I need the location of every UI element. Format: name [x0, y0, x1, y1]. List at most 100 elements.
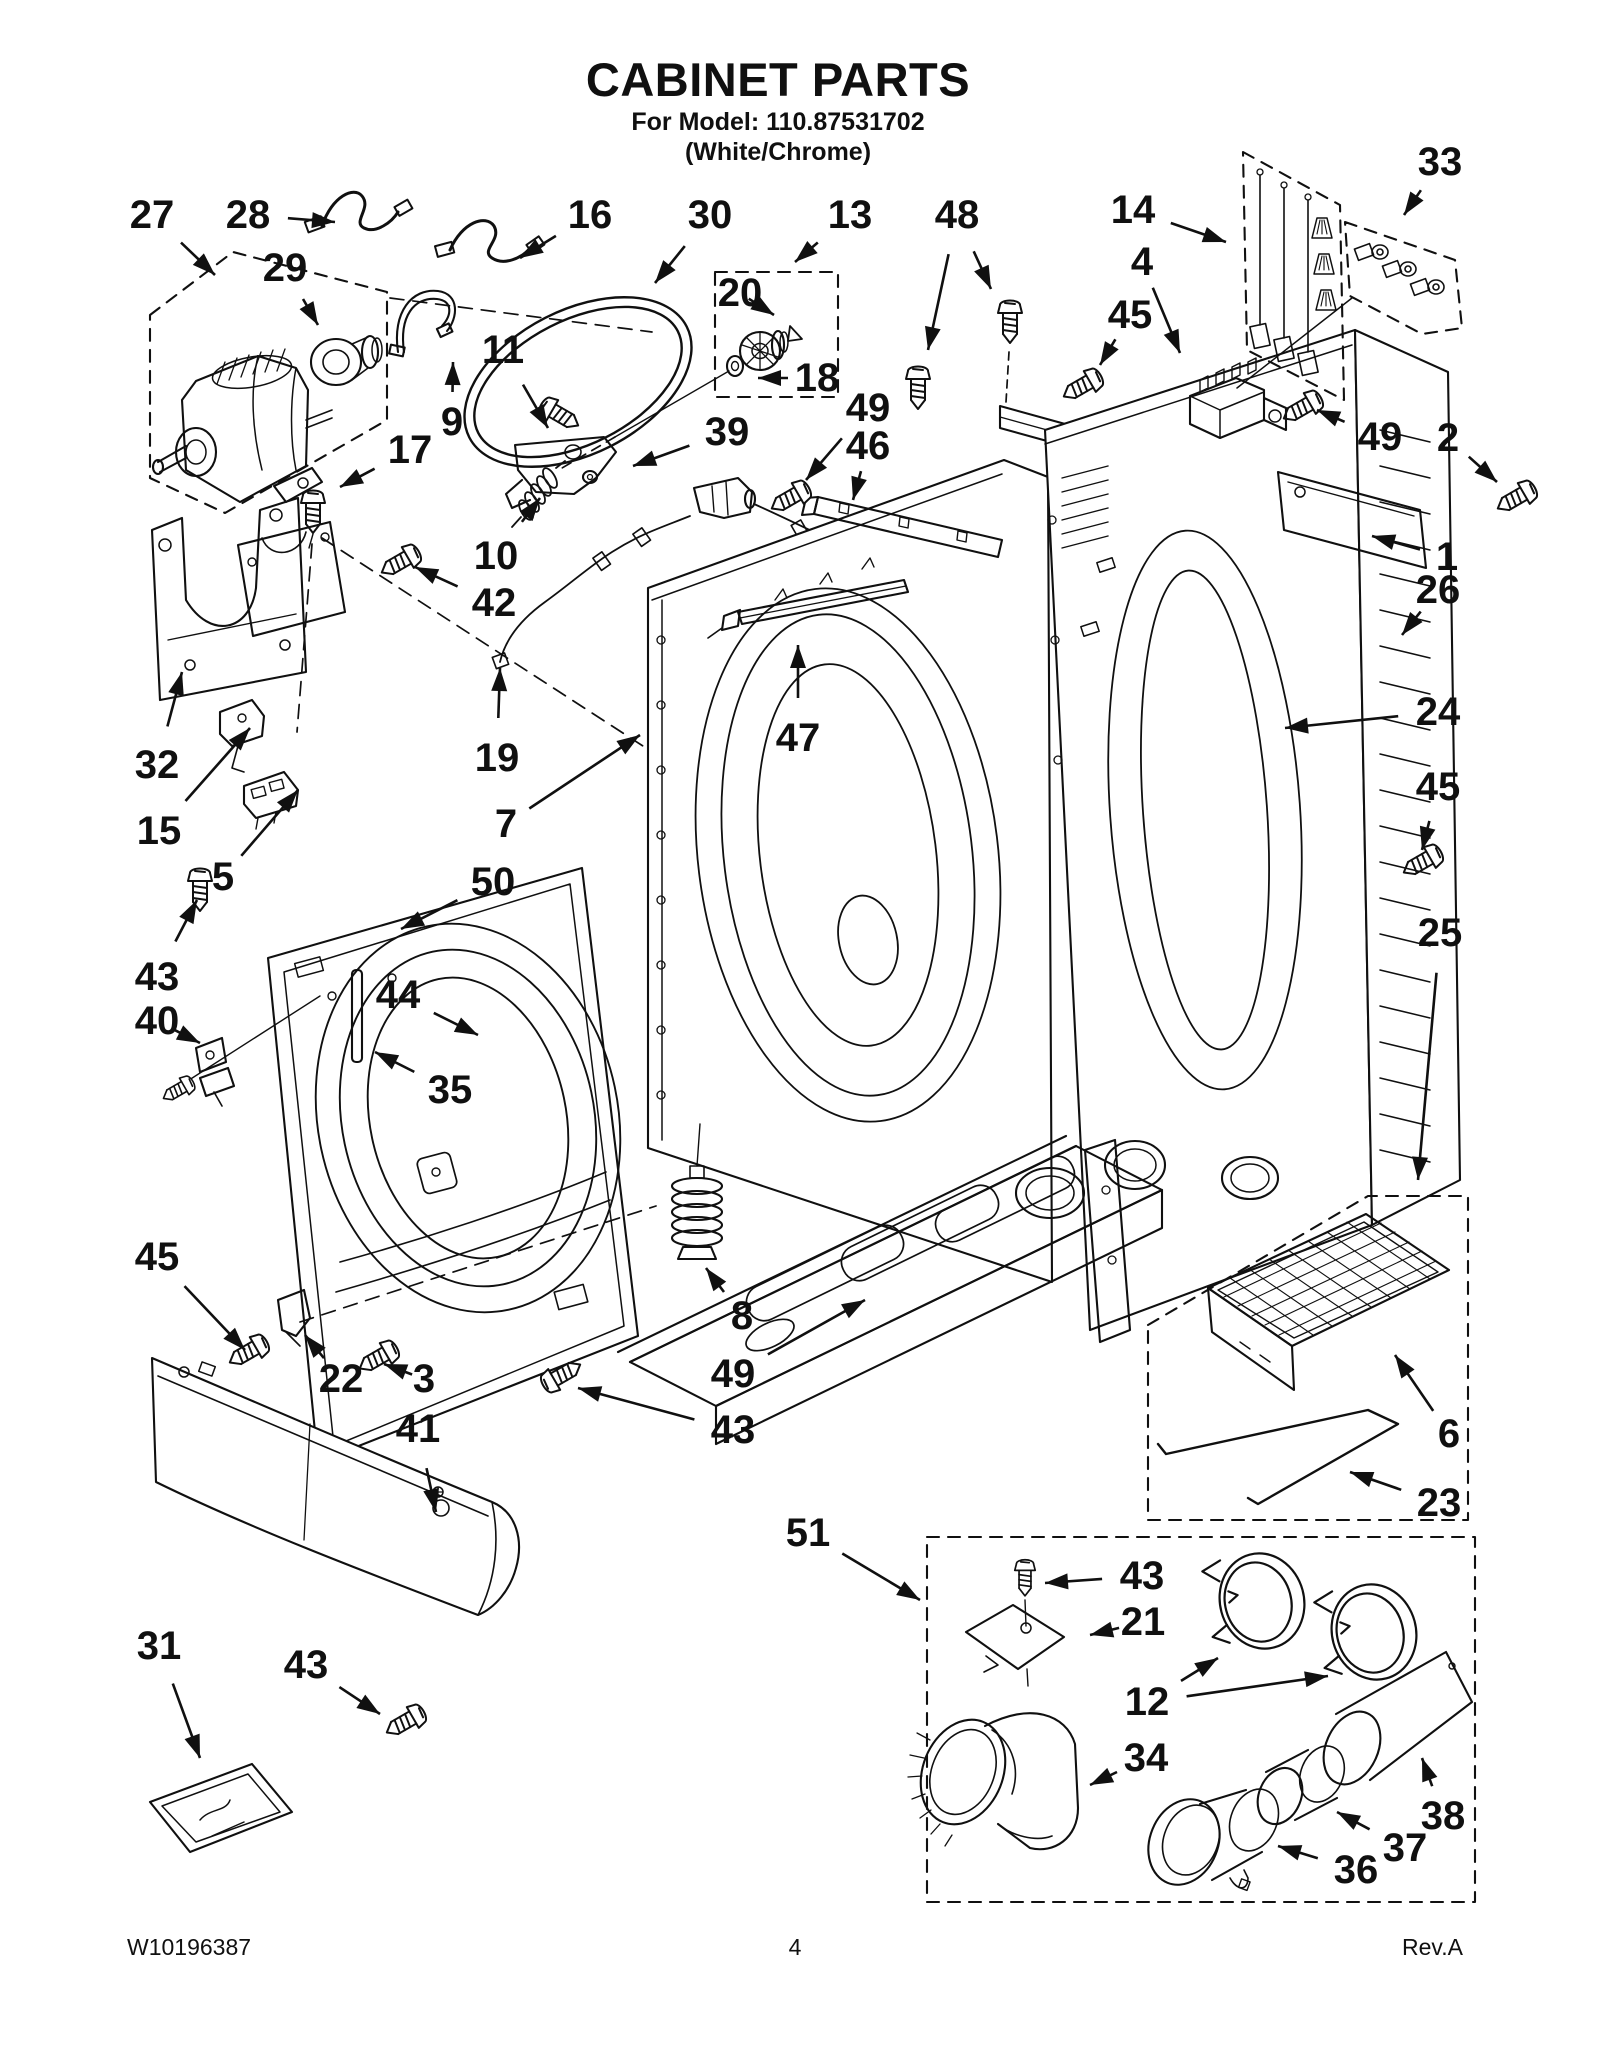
leader-arrow-24	[1284, 714, 1399, 734]
leader-arrow-5	[240, 789, 299, 857]
callout-8: 8	[731, 1294, 753, 1338]
callout-9: 9	[441, 400, 463, 444]
leader-arrow-35	[374, 1050, 415, 1074]
support-plate-drawing	[236, 520, 347, 638]
leader-arrow-49	[767, 1298, 866, 1356]
leader-arrow-45	[1419, 820, 1436, 851]
rear-panel-drawing	[1043, 328, 1462, 1332]
callout-15: 15	[137, 809, 182, 853]
leader-arrow-39	[632, 444, 690, 468]
leader-arrow-42	[414, 565, 459, 588]
callout-37: 37	[1383, 1826, 1428, 1870]
leader-arrow-12	[1180, 1656, 1219, 1683]
callout-27: 27	[130, 193, 175, 237]
front-panel-drawing	[266, 866, 640, 1464]
motor-assembly-drawing	[148, 250, 389, 515]
base-drawing	[616, 1134, 1164, 1446]
callout-49: 49	[711, 1352, 756, 1396]
vent-collar-36-drawing	[1147, 1788, 1280, 1892]
leader-arrow-51	[841, 1552, 921, 1602]
callout-19: 19	[475, 736, 520, 780]
callout-50: 50	[471, 860, 516, 904]
drive-belt-drawing	[463, 296, 693, 468]
leader-arrow-44	[433, 1011, 479, 1037]
vent-clamp-2	[1304, 1571, 1429, 1695]
callout-47: 47	[776, 716, 821, 760]
vent-tube-drawing	[1322, 1650, 1474, 1786]
callout-41: 41	[396, 1407, 441, 1451]
callout-48: 48	[935, 193, 980, 237]
title-block: CABINET PARTS For Model: 110.87531702 (W…	[586, 52, 970, 167]
leader-arrow-50	[400, 899, 458, 931]
document-number: W10196387	[127, 1934, 252, 1960]
callout-1: 1	[1436, 535, 1458, 579]
heater-kit-box-drawing	[1241, 150, 1346, 402]
revision-label: Rev.A	[1402, 1934, 1463, 1960]
leader-arrow-36	[1277, 1844, 1319, 1861]
leader-arrow-26	[1400, 610, 1423, 636]
leader-arrow-43	[174, 899, 199, 943]
leader-arrow-22	[303, 1334, 326, 1360]
leader-arrow-4	[1151, 287, 1182, 354]
leader-arrow-31	[171, 1683, 202, 1759]
callout-45: 45	[135, 1235, 180, 1279]
side-panel-drawing	[646, 458, 1054, 1284]
leader-arrow-48	[925, 253, 950, 351]
page-title: CABINET PARTS	[585, 53, 971, 106]
terminal-block-box-drawing	[1236, 220, 1464, 389]
leader-arrow-12	[1186, 1671, 1329, 1698]
callout-29: 29	[263, 246, 308, 290]
callout-49: 49	[846, 386, 891, 430]
callout-11: 11	[482, 328, 524, 372]
leader-arrow-16	[519, 234, 557, 260]
callout-12: 12	[1125, 1680, 1170, 1724]
leader-arrow-38	[1420, 1757, 1438, 1787]
leader-arrow-48	[972, 250, 993, 290]
idler-arm-drawing	[388, 289, 456, 358]
leader-arrow-41	[423, 1467, 439, 1513]
callout-18: 18	[795, 356, 840, 400]
motor-bracket-drawing	[150, 496, 308, 702]
leader-arrow-9	[444, 361, 461, 393]
callout-49: 49	[1358, 415, 1403, 459]
callout-31: 31	[137, 1624, 182, 1668]
wire-16-drawing	[433, 219, 546, 263]
vent-kit-box-drawing	[907, 1535, 1477, 1904]
leader-arrow-23	[1349, 1470, 1402, 1492]
leader-arrow-43	[1044, 1573, 1103, 1590]
leader-arrow-28	[287, 212, 336, 229]
callout-45: 45	[1108, 293, 1153, 337]
window-strip-35-drawing	[350, 968, 364, 1064]
leader-arrow-1	[1371, 534, 1421, 551]
callout-16: 16	[568, 193, 613, 237]
leader-arrow-7	[528, 733, 641, 810]
leader-arrow-37	[1336, 1810, 1371, 1831]
leader-arrow-43	[338, 1686, 381, 1716]
leader-arrow-15	[184, 727, 251, 802]
callout-21: 21	[1121, 1600, 1166, 1644]
callout-34: 34	[1124, 1736, 1169, 1780]
callout-40: 40	[135, 999, 180, 1043]
leveling-leg-drawing	[670, 1123, 724, 1261]
leader-arrow-49	[805, 437, 843, 481]
callout-44: 44	[376, 973, 421, 1017]
leader-arrow-20	[748, 295, 775, 317]
shield-bar-drawing	[800, 495, 1004, 559]
finish-line: (White/Chrome)	[684, 138, 872, 166]
wire-28-drawing	[303, 190, 414, 234]
callout-43: 43	[135, 955, 180, 999]
callout-14: 14	[1111, 188, 1156, 232]
leader-arrow-11	[521, 383, 550, 429]
console-bracket-drawing	[1188, 357, 1288, 440]
clamp-plate-drawing	[964, 1603, 1066, 1673]
leader-arrow-34	[1089, 1767, 1118, 1787]
callout-30: 30	[688, 193, 733, 237]
callout-5: 5	[212, 855, 234, 899]
model-line: For Model: 110.87531702	[631, 108, 925, 136]
leader-arrow-13	[794, 240, 819, 263]
leader-arrow-19	[491, 667, 508, 719]
leader-arrow-10	[519, 497, 542, 523]
leader-arrow-33	[1402, 189, 1424, 216]
callout-42: 42	[472, 581, 517, 625]
